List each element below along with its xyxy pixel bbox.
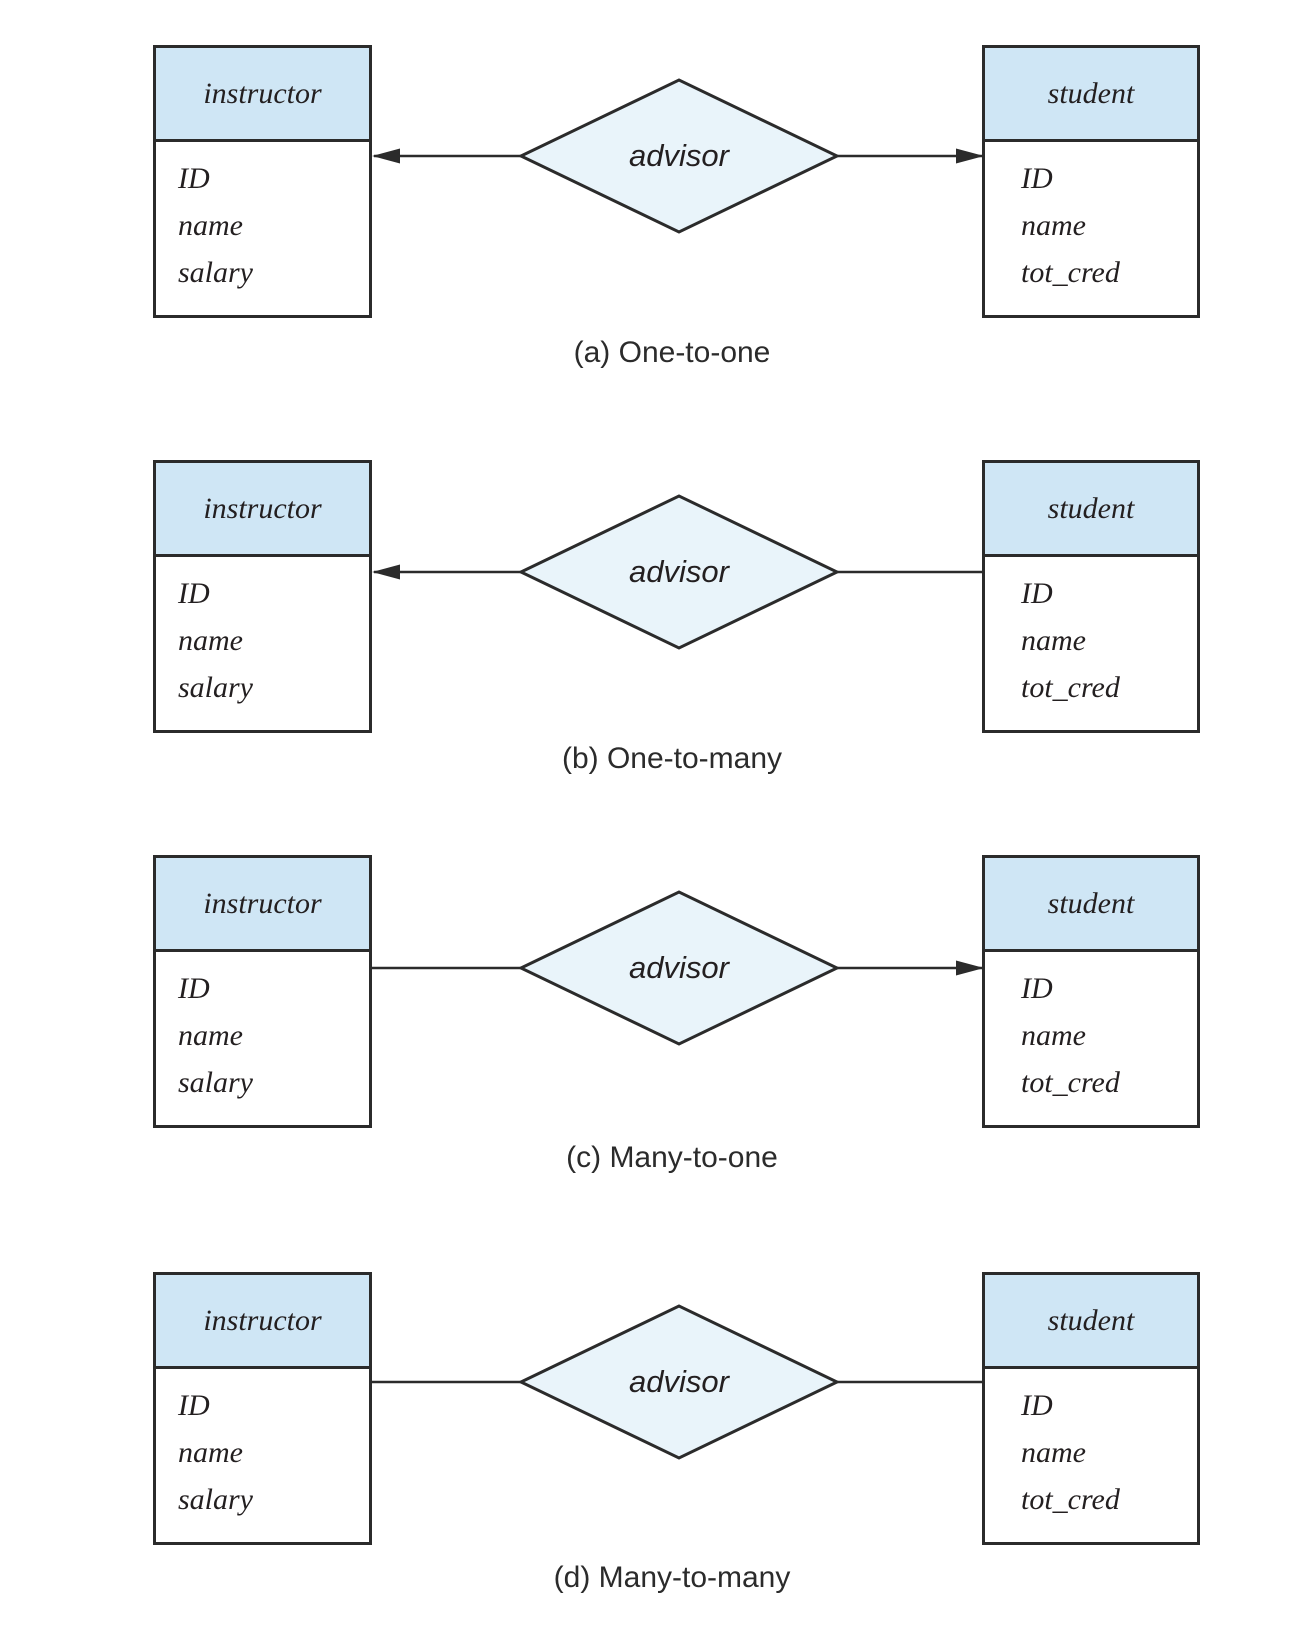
- entity-student: student ID name tot_cred: [982, 855, 1200, 1128]
- attribute-id: ID: [1021, 972, 1053, 1005]
- entity-header: instructor: [156, 1275, 369, 1369]
- relationship-graphics: [372, 78, 984, 234]
- entity-instructor: instructor ID name salary: [153, 1272, 372, 1545]
- entity-header: student: [985, 48, 1197, 142]
- relationship-graphics: [372, 890, 984, 1046]
- relationship-graphics: [372, 494, 982, 650]
- entity-student: student ID name tot_cred: [982, 45, 1200, 318]
- attribute-name: name: [1021, 1019, 1086, 1052]
- attribute-salary: salary: [178, 671, 253, 704]
- relationship-diamond-shape: [517, 78, 841, 234]
- attribute-id: ID: [1021, 1389, 1053, 1422]
- attribute-salary: salary: [178, 256, 253, 289]
- attribute-tot-cred: tot_cred: [1021, 256, 1120, 289]
- entity-student: student ID name tot_cred: [982, 460, 1200, 733]
- relationship-diamond-shape: [517, 494, 841, 650]
- entity-header: instructor: [156, 858, 369, 952]
- entity-name: student: [1047, 886, 1135, 920]
- attribute-tot-cred: tot_cred: [1021, 1066, 1120, 1099]
- section-caption: (a) One-to-one: [573, 336, 771, 369]
- relationship-diamond-shape: [517, 890, 841, 1046]
- entity-attributes: ID name salary: [156, 557, 369, 711]
- entity-student: student ID name tot_cred: [982, 1272, 1200, 1545]
- entity-attributes: ID name tot_cred: [985, 557, 1197, 711]
- entity-header: student: [985, 1275, 1197, 1369]
- section-caption: (c) Many-to-one: [566, 1141, 778, 1174]
- attribute-id: ID: [1021, 162, 1053, 195]
- attribute-salary: salary: [178, 1066, 253, 1099]
- relationship-graphics: [372, 1304, 982, 1460]
- attribute-id: ID: [178, 162, 210, 195]
- entity-instructor: instructor ID name salary: [153, 855, 372, 1128]
- relationship-label: advisor: [629, 950, 729, 985]
- entity-header: instructor: [156, 48, 369, 142]
- attribute-salary: salary: [178, 1483, 253, 1516]
- entity-name: student: [1047, 1303, 1135, 1337]
- attribute-id: ID: [178, 972, 210, 1005]
- entity-attributes: ID name tot_cred: [985, 952, 1197, 1106]
- entity-name: instructor: [203, 886, 322, 920]
- entity-instructor: instructor ID name salary: [153, 45, 372, 318]
- entity-attributes: ID name tot_cred: [985, 1369, 1197, 1523]
- attribute-id: ID: [178, 1389, 210, 1422]
- entity-name: instructor: [203, 1303, 322, 1337]
- attribute-tot-cred: tot_cred: [1021, 671, 1120, 704]
- relationship-label: advisor: [629, 554, 729, 589]
- relationship-diamond-shape: [517, 1304, 841, 1460]
- entity-name: student: [1047, 76, 1135, 110]
- arrowhead-to-student-icon: [956, 148, 984, 164]
- entity-header: student: [985, 463, 1197, 557]
- entity-name: instructor: [203, 491, 322, 525]
- section-caption: (d) Many-to-many: [553, 1561, 791, 1594]
- relationship-label: advisor: [629, 138, 729, 173]
- attribute-name: name: [178, 1436, 243, 1469]
- arrowhead-to-student-icon: [956, 960, 984, 976]
- attribute-name: name: [178, 1019, 243, 1052]
- attribute-name: name: [178, 624, 243, 657]
- section-caption: (b) One-to-many: [561, 742, 783, 775]
- attribute-name: name: [1021, 1436, 1086, 1469]
- entity-name: student: [1047, 491, 1135, 525]
- attribute-tot-cred: tot_cred: [1021, 1483, 1120, 1516]
- entity-header: student: [985, 858, 1197, 952]
- arrowhead-to-instructor-icon: [372, 564, 400, 580]
- attribute-name: name: [1021, 209, 1086, 242]
- attribute-id: ID: [178, 577, 210, 610]
- entity-attributes: ID name salary: [156, 1369, 369, 1523]
- entity-attributes: ID name salary: [156, 952, 369, 1106]
- entity-name: instructor: [203, 76, 322, 110]
- entity-instructor: instructor ID name salary: [153, 460, 372, 733]
- attribute-name: name: [1021, 624, 1086, 657]
- arrowhead-to-instructor-icon: [372, 148, 400, 164]
- entity-header: instructor: [156, 463, 369, 557]
- attribute-id: ID: [1021, 577, 1053, 610]
- entity-attributes: ID name tot_cred: [985, 142, 1197, 296]
- relationship-label: advisor: [629, 1364, 729, 1399]
- attribute-name: name: [178, 209, 243, 242]
- entity-attributes: ID name salary: [156, 142, 369, 296]
